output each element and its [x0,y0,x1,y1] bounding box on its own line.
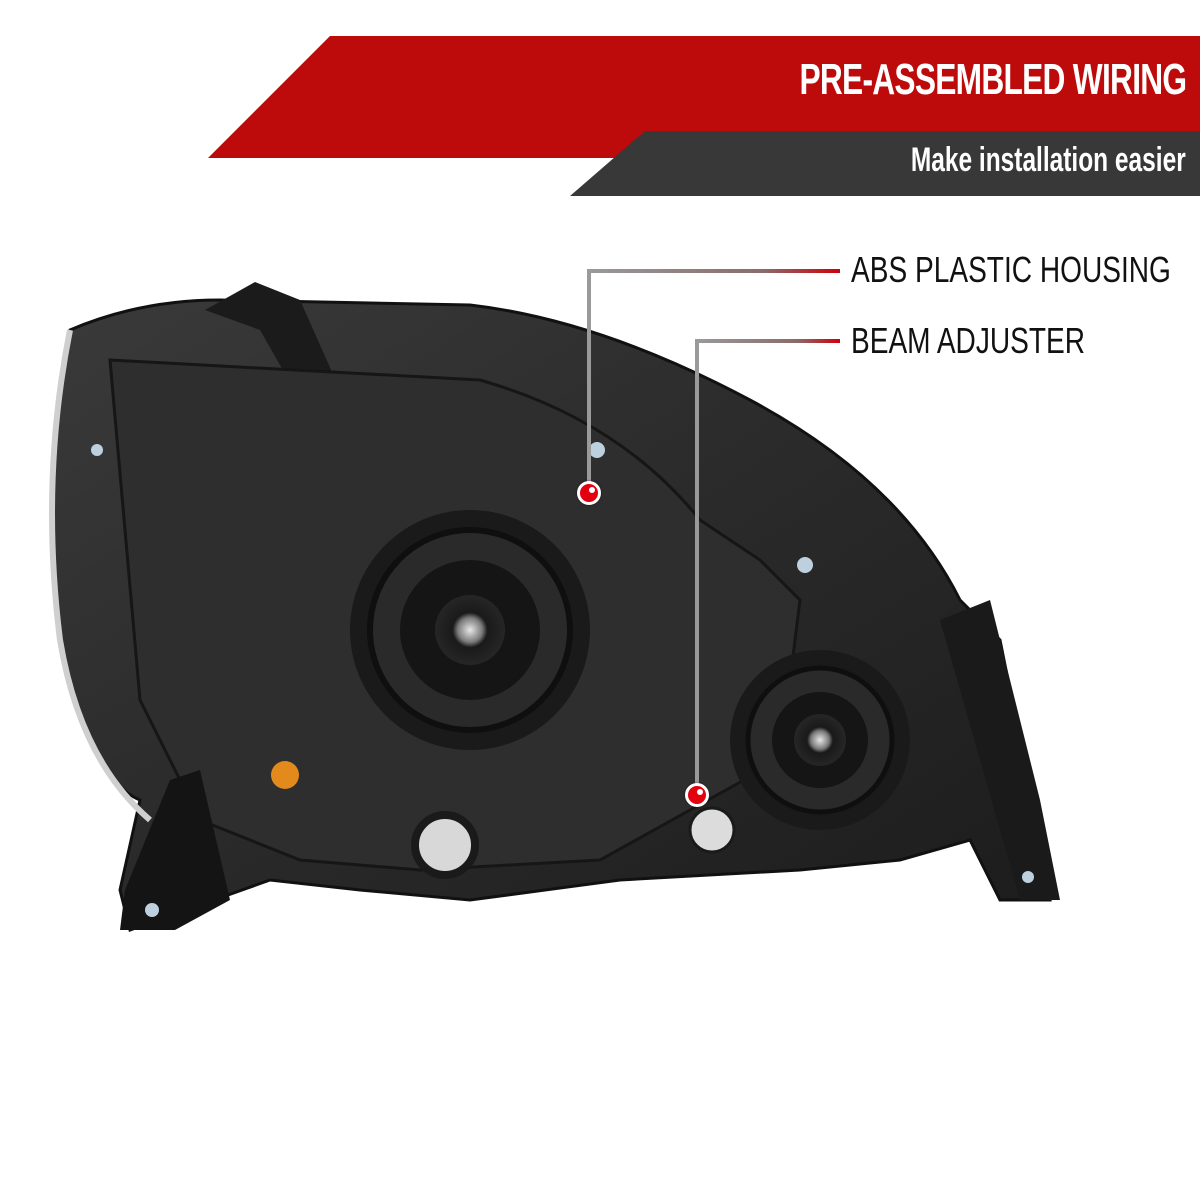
banner-title: PRE-ASSEMBLED WIRING [799,55,1187,104]
callout-dot-beam-adjuster [685,783,709,807]
adjuster-leader [695,339,840,795]
banner-subtitle: Make installation easier [911,141,1186,179]
callout-dot-housing [577,481,601,505]
housing-leader [587,269,840,493]
headlight-image [49,282,1060,932]
callout-label-housing: ABS PLASTIC HOUSING [851,249,1171,290]
callout-label-beam-adjuster: BEAM ADJUSTER [851,320,1086,361]
